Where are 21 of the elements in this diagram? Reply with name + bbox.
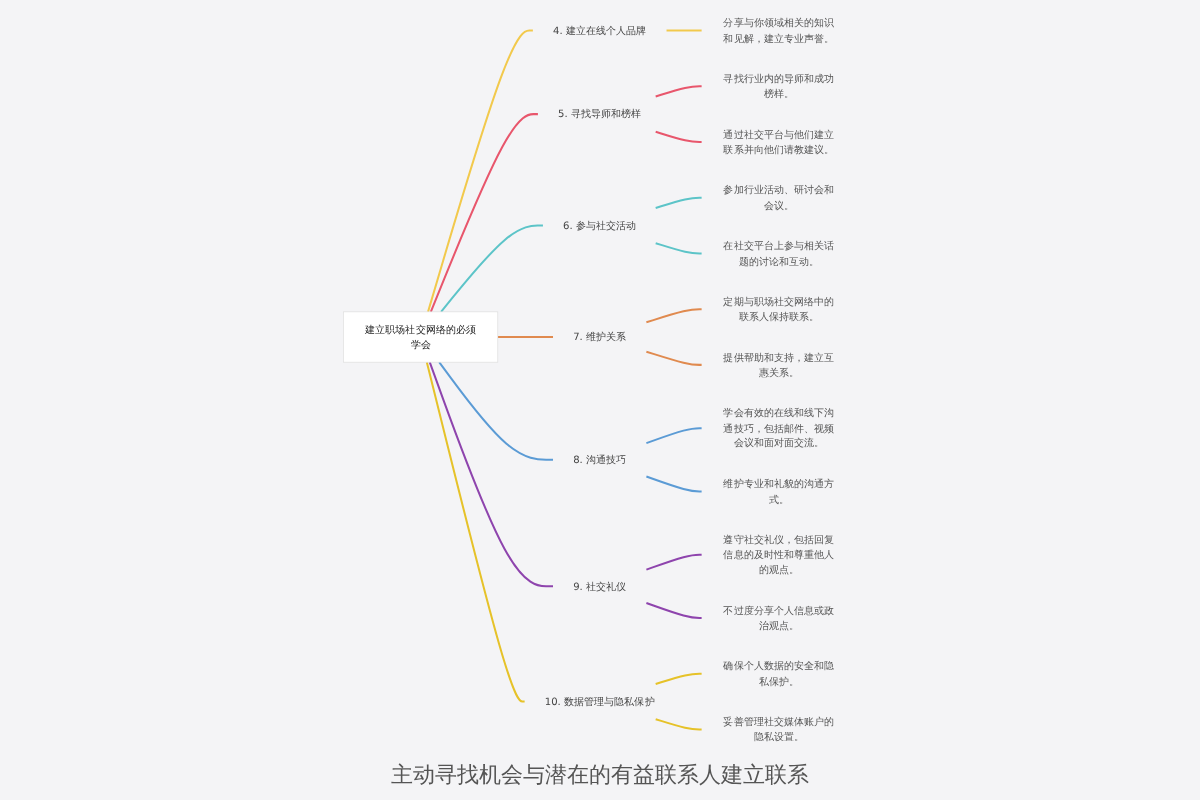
connector — [666, 29, 702, 32]
connector — [440, 224, 544, 313]
connector — [646, 475, 702, 493]
connector — [498, 336, 554, 339]
connector — [427, 29, 534, 313]
connector — [655, 242, 702, 255]
note-text: 主动寻找机会与潜在的有益联系人建立联系 — [391, 762, 809, 788]
connector — [430, 113, 539, 313]
connector — [646, 350, 702, 366]
connector — [646, 308, 702, 324]
connector — [655, 196, 702, 209]
connector — [646, 427, 702, 445]
connector — [655, 672, 702, 685]
connector — [438, 361, 554, 461]
connector — [655, 718, 702, 731]
connector — [426, 361, 525, 703]
connector — [646, 602, 702, 619]
connector — [646, 553, 702, 571]
connector — [655, 85, 702, 98]
connector — [429, 361, 554, 588]
connector — [655, 130, 702, 143]
